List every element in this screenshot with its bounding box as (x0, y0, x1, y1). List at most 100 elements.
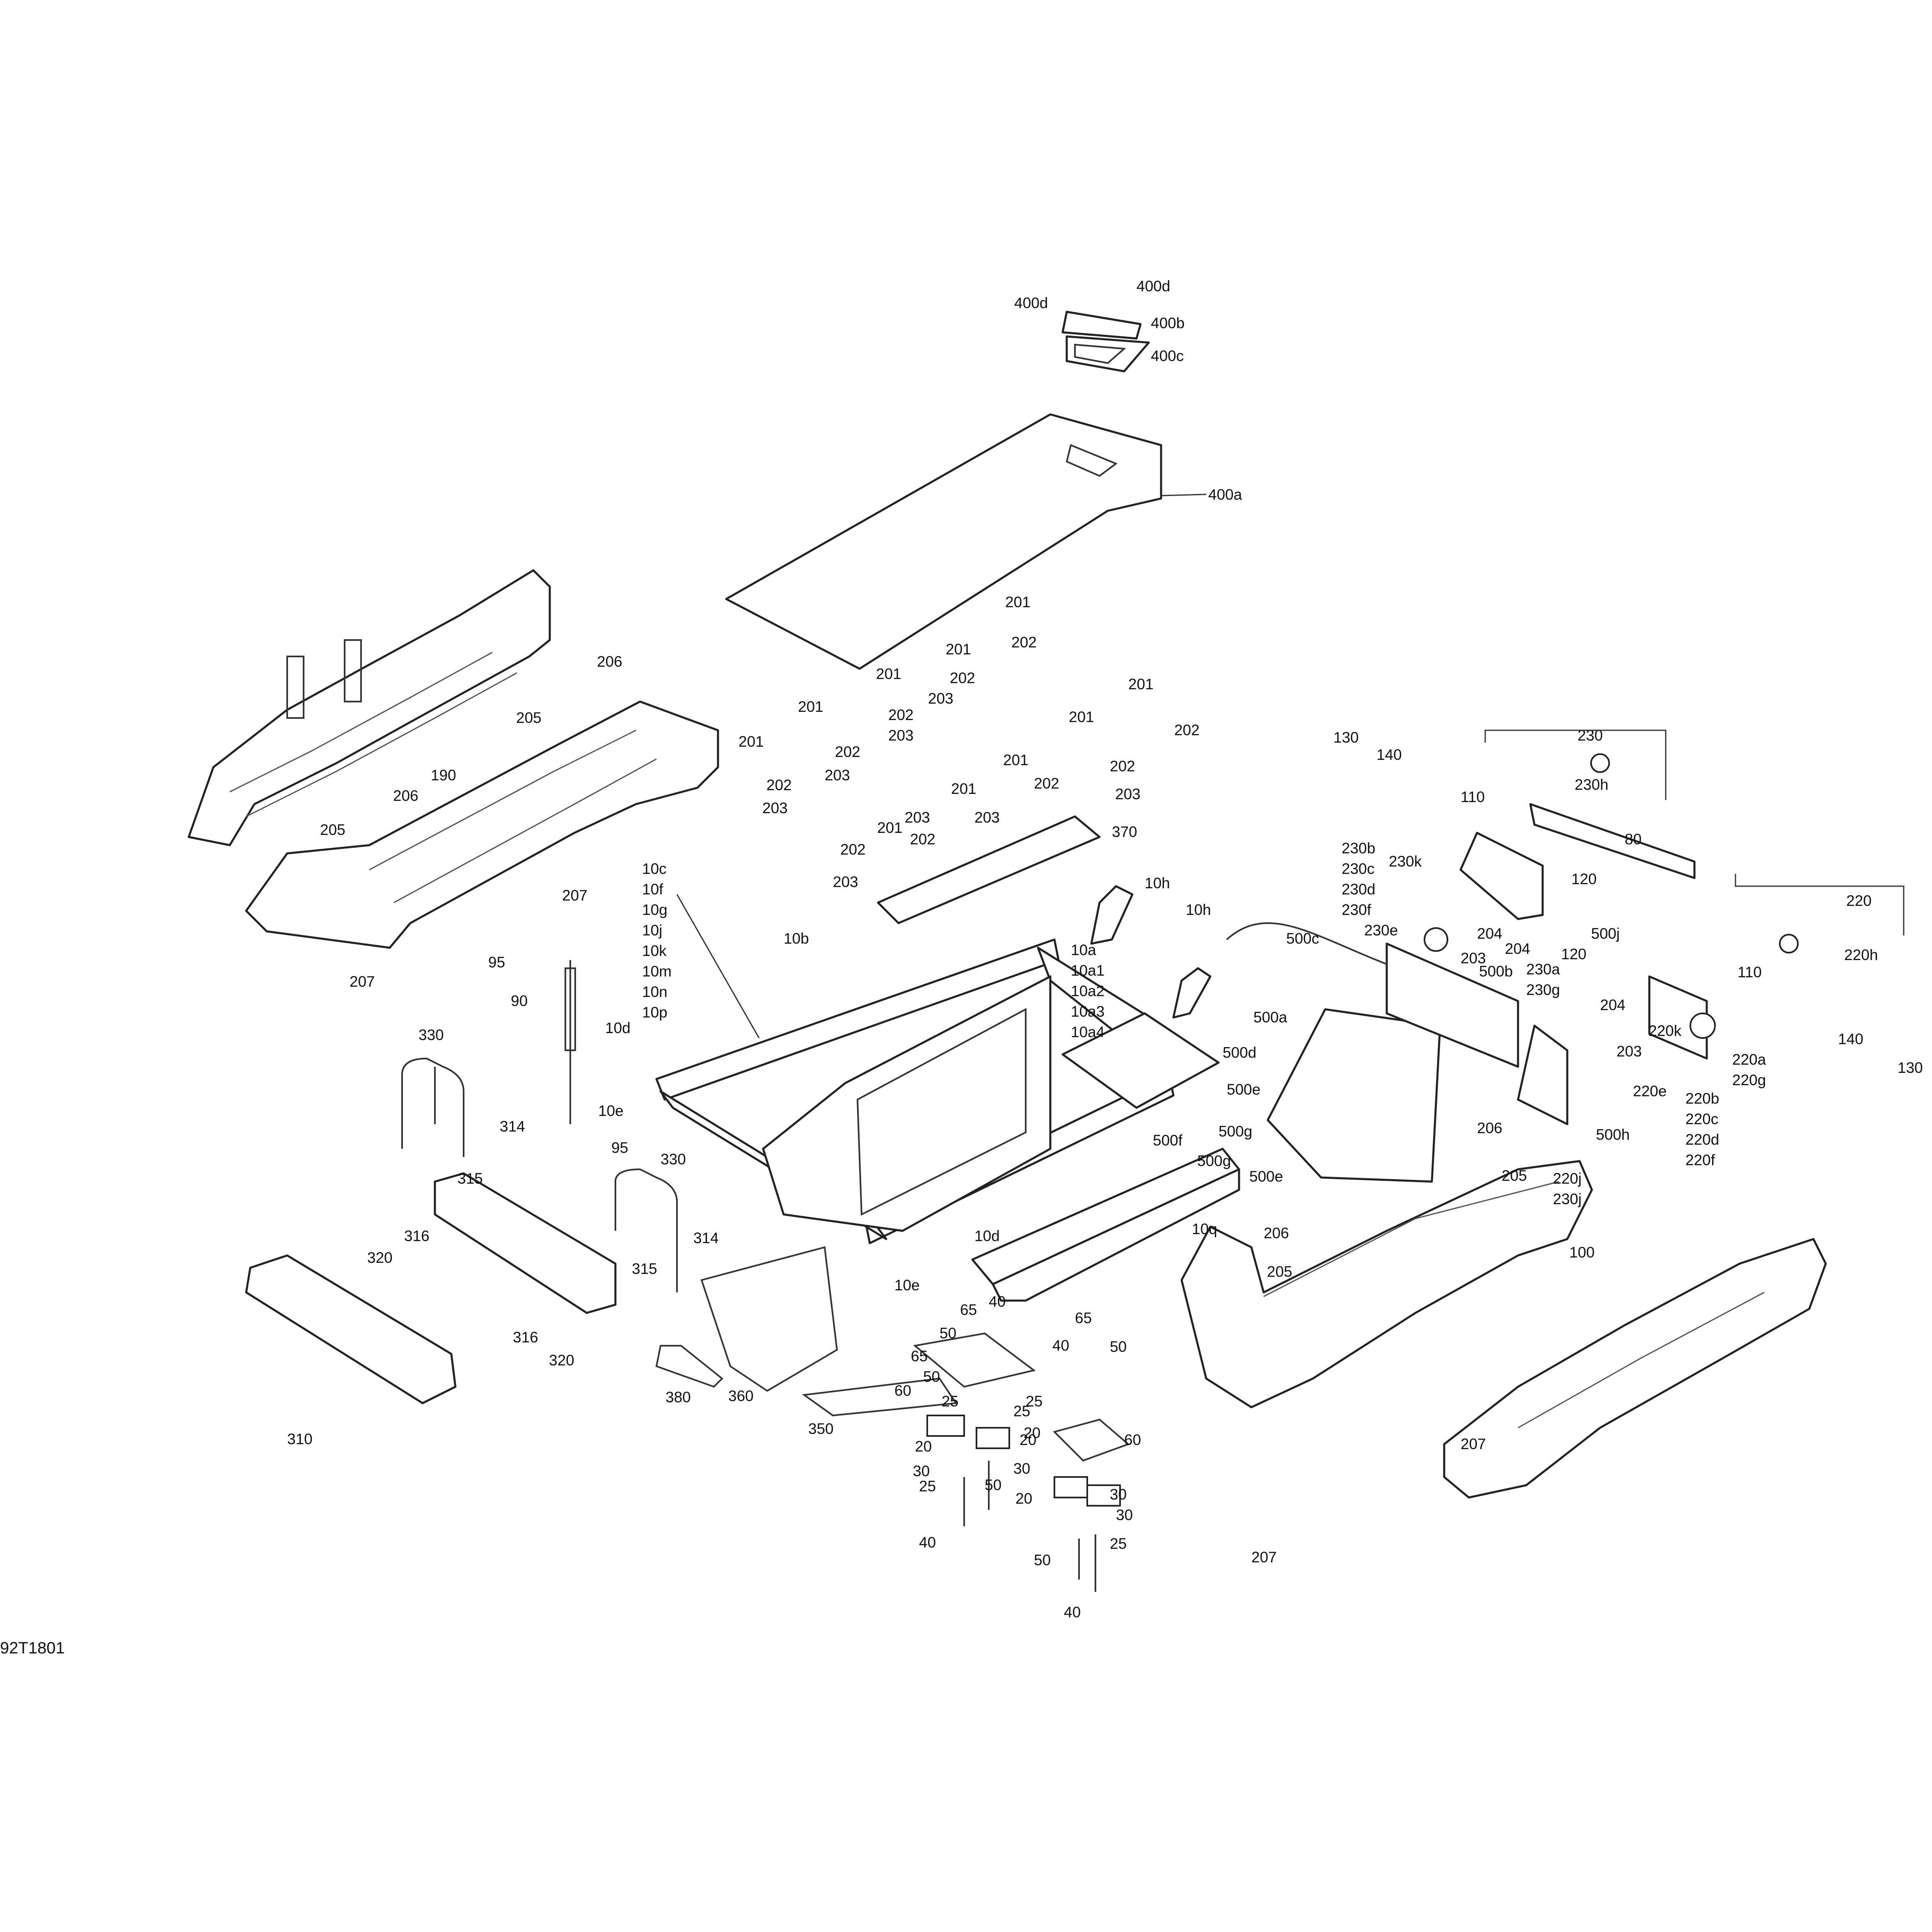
callout: 203 (762, 800, 788, 816)
bracket-220 (1648, 934, 1799, 1060)
panel-500 (1226, 922, 1568, 1183)
callout: 230f (1342, 901, 1372, 918)
callout: 202 (840, 841, 866, 858)
callout: 201 (798, 698, 823, 715)
callout: 230a (1526, 961, 1560, 978)
callout: 500e (1249, 1168, 1283, 1185)
callout: 201 (876, 665, 901, 682)
callout: 204 (1600, 997, 1626, 1013)
callout: 230j (1553, 1191, 1582, 1207)
callout: 10n (642, 983, 668, 1000)
callout: 10a2 (1071, 983, 1104, 999)
callout: 40 (1064, 1604, 1081, 1621)
callout: 205 (1502, 1167, 1527, 1184)
callout: 230c (1342, 860, 1374, 877)
callout: 202 (888, 706, 914, 723)
callout: 30 (1013, 1460, 1030, 1477)
cargo-box-frame (655, 938, 1220, 1244)
callout: 500d (1223, 1044, 1256, 1061)
callout: 230 (1578, 727, 1603, 744)
callout: 203 (888, 727, 914, 744)
callout: 10d (605, 1020, 631, 1036)
callout: 30 (1110, 1486, 1127, 1503)
callout: 30 (1116, 1507, 1133, 1523)
callout: 25 (1110, 1535, 1127, 1552)
floor-rail-10q (971, 1148, 1240, 1302)
callout: 220e (1633, 1083, 1667, 1100)
left-side-panel (187, 569, 551, 846)
callout: 316 (513, 1329, 538, 1346)
callout: 220 (1846, 892, 1872, 909)
callout: 204 (1477, 925, 1502, 942)
callout: 220g (1732, 1072, 1766, 1088)
callout: 130 (1898, 1059, 1923, 1076)
callout: 10q (1192, 1221, 1217, 1237)
right-side-panel (1443, 1238, 1827, 1499)
callout: 380 (665, 1389, 691, 1406)
callout: 203 (1616, 1043, 1642, 1060)
u-bolt-330-left (401, 1057, 464, 1157)
callout: 220j (1553, 1170, 1582, 1187)
plate-380 (655, 1345, 723, 1388)
callout: 320 (549, 1352, 574, 1369)
callout: 25 (942, 1393, 958, 1410)
callout: 202 (910, 831, 935, 848)
callout: 65 (960, 1301, 977, 1318)
callout: 10c (642, 860, 667, 877)
callout: 25 (919, 1478, 936, 1495)
callout: 203 (1115, 786, 1141, 803)
callout: 202 (835, 743, 860, 760)
callout: 25 (1013, 1403, 1030, 1420)
callout: 500g (1219, 1123, 1252, 1140)
callout: 230h (1575, 776, 1608, 793)
callout: 500g (1197, 1152, 1231, 1169)
callout: 95 (488, 954, 505, 971)
callout: 10k (642, 942, 667, 959)
callout: 330 (661, 1151, 686, 1168)
callout: 202 (766, 777, 792, 793)
rear-bracket-upper (434, 1172, 617, 1314)
callout: 500h (1596, 1126, 1630, 1143)
callout: 140 (1838, 1031, 1863, 1047)
callout: 10m (642, 963, 672, 980)
panel-360 (700, 1246, 838, 1392)
callout: 90 (511, 992, 528, 1009)
callout: 10a3 (1071, 1003, 1104, 1020)
callout: 205 (516, 709, 542, 726)
callout: 60 (894, 1382, 911, 1399)
callout: 50 (1110, 1338, 1127, 1355)
callout: 60 (1124, 1431, 1141, 1448)
callout: 10h (1186, 901, 1211, 918)
callout: 10b (784, 930, 809, 947)
callouts: 400d 400d 400b 400c 400a 201 202 201 202… (287, 278, 1923, 1621)
bracket-230 (1424, 753, 1696, 952)
callout: 220k (1648, 1022, 1682, 1039)
callout: 203 (833, 873, 858, 890)
callout: 190 (431, 767, 456, 784)
callout: 203 (905, 809, 930, 826)
callout: 205 (320, 821, 345, 838)
callout: 207 (350, 973, 375, 990)
callout: 400c (1151, 348, 1184, 364)
callout: 201 (1005, 594, 1031, 610)
callout: 220a (1732, 1051, 1766, 1068)
callout: 205 (1267, 1263, 1292, 1280)
callout: 140 (1376, 746, 1402, 763)
callout: 50 (923, 1368, 940, 1385)
panel-370 (877, 815, 1101, 924)
callout: 230k (1389, 853, 1422, 870)
gas-strut-90 (565, 960, 576, 1124)
callout: 10p (642, 1004, 668, 1021)
u-bolt-330-right (615, 1168, 678, 1292)
callout: 230e (1364, 922, 1398, 939)
callout: 220d (1685, 1131, 1719, 1148)
callout: 500b (1479, 963, 1513, 980)
callout: 120 (1571, 871, 1597, 887)
callout: 20 (915, 1438, 932, 1455)
callout: 360 (728, 1388, 754, 1404)
callout: 207 (1251, 1549, 1277, 1566)
callout: 20 (1020, 1431, 1036, 1448)
callout: 130 (1333, 729, 1359, 746)
callout: 202 (1110, 758, 1135, 775)
callout: 500f (1153, 1132, 1183, 1149)
